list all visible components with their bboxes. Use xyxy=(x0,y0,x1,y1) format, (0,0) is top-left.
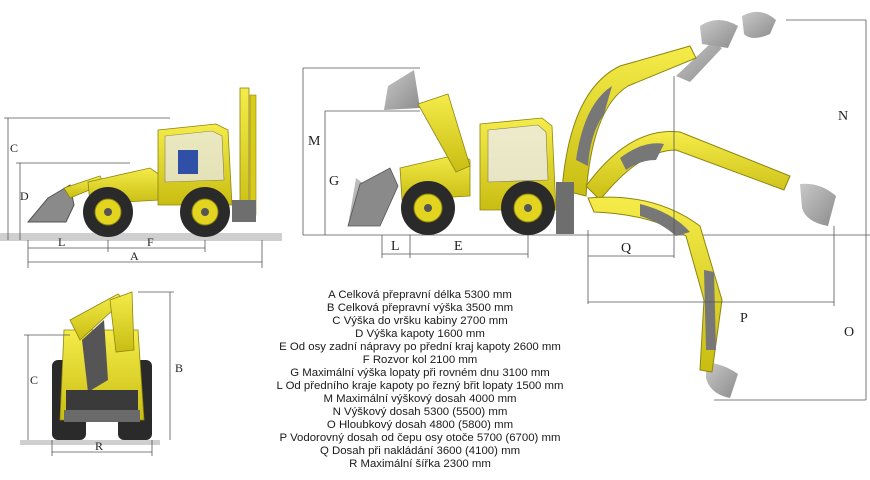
legend-value: 2100 mm xyxy=(429,354,478,366)
big-rear-wheel xyxy=(501,181,555,235)
legend-key: B xyxy=(326,302,335,314)
label-side-A: A xyxy=(130,249,139,263)
side-view-dimensions xyxy=(4,117,263,268)
label-side-F: F xyxy=(147,235,154,249)
working-range-dimensions xyxy=(381,19,867,401)
legend-label: Hloubkový dosah xyxy=(338,419,427,431)
main-machine xyxy=(347,93,574,235)
legend-key: F xyxy=(362,354,370,366)
legend-value: 5300 mm xyxy=(464,289,512,301)
label-big-G: G xyxy=(329,174,339,189)
label-big-L: L xyxy=(391,239,400,254)
legend-label: Výška do vršku kabiny xyxy=(343,315,458,327)
rear-wheel xyxy=(180,187,230,237)
rear-stabilizer xyxy=(232,200,256,222)
legend-row: L Od předního kraje kapoty po řezný břit… xyxy=(240,380,600,393)
legend-label: Maximální výškový dosah xyxy=(336,393,466,405)
legend-row: N Výškový dosah 5300 (5500) mm xyxy=(240,406,600,419)
legend-key: R xyxy=(349,458,358,470)
legend-value: 1500 mm xyxy=(516,380,564,392)
label-big-M: M xyxy=(308,134,321,149)
label-side-L: L xyxy=(58,235,65,249)
legend-label: Maximální šířka xyxy=(360,458,441,470)
front-ground xyxy=(20,440,160,445)
legend-row: F Rozvor kol 2100 mm xyxy=(240,354,600,367)
legend-row: D Výška kapoty 1600 mm xyxy=(240,328,600,341)
legend-label: Celková přepravní výška xyxy=(337,302,463,314)
legend-key: N xyxy=(332,406,341,418)
legend-label: Vodorovný dosah od čepu osy otoče xyxy=(290,432,474,444)
legend-key: C xyxy=(332,315,341,327)
front-bumper xyxy=(64,410,140,422)
seat xyxy=(178,150,198,174)
big-raised-loader-arm xyxy=(417,93,471,173)
side-view-machine xyxy=(0,87,282,241)
front-wheel xyxy=(83,187,133,237)
legend-value: 5700 (6700) mm xyxy=(476,432,561,444)
legend-value: 3100 mm xyxy=(502,367,550,379)
legend-row: A Celková přepravní délka 5300 mm xyxy=(240,289,600,302)
legend-key: G xyxy=(290,367,300,379)
legend-row: O Hloubkový dosah 4800 (5800) mm xyxy=(240,419,600,432)
folded-dipper xyxy=(249,94,257,216)
label-front-B: B xyxy=(175,361,183,375)
legend-key: L xyxy=(276,380,283,392)
legend-key: D xyxy=(355,328,364,340)
label-big-O: O xyxy=(844,325,854,340)
legend-key: M xyxy=(323,393,333,405)
label-big-E: E xyxy=(454,239,463,254)
label-big-P: P xyxy=(740,311,748,326)
front-view-machine xyxy=(20,291,160,445)
legend-row: M Maximální výškový dosah 4000 mm xyxy=(240,393,600,406)
label-big-Q: Q xyxy=(621,241,631,256)
legend-row: C Výška do vršku kabiny 2700 mm xyxy=(240,315,600,328)
legend-value: 4000 mm xyxy=(469,393,517,405)
label-front-R: R xyxy=(95,439,103,453)
label-side-D: D xyxy=(20,189,29,203)
legend-value: 5300 (5500) mm xyxy=(423,406,508,418)
legend-value: 1600 mm xyxy=(437,328,485,340)
label-side-C: C xyxy=(10,141,18,155)
legend-key: E xyxy=(279,341,287,353)
front-arm-right xyxy=(109,291,135,353)
legend-label: Od předního kraje kapoty po řezný břit l… xyxy=(285,380,513,392)
front-view-dimensions xyxy=(24,291,174,456)
legend-row: B Celková přepravní výška 3500 mm xyxy=(240,302,600,315)
big-stabilizer xyxy=(556,182,574,234)
label-big-N: N xyxy=(838,109,848,124)
legend-key: Q xyxy=(319,445,329,457)
legend-label: Výškový dosah xyxy=(344,406,421,418)
ground-strip xyxy=(0,233,282,241)
big-front-wheel xyxy=(401,181,455,235)
legend-key: P xyxy=(279,432,287,444)
legend-row: Q Dosah při nakládání 3600 (4100) mm xyxy=(240,445,600,458)
big-cabin-window xyxy=(487,124,549,183)
legend-row: G Maximální výška lopaty při rovném dnu … xyxy=(240,367,600,380)
legend-row: R Maximální šířka 2300 mm xyxy=(240,458,600,471)
legend-value: 3500 mm xyxy=(465,302,514,314)
legend-row: E Od osy zadní nápravy po přední kraj ka… xyxy=(240,341,600,354)
front-arm-shadow xyxy=(82,320,108,392)
legend-label: Dosah při nakládání xyxy=(331,445,434,457)
big-front-bucket xyxy=(347,167,399,227)
legend-row: P Vodorovný dosah od čepu osy otoče 5700… xyxy=(240,432,600,445)
working-range-ground xyxy=(302,67,870,236)
legend-value: 2600 mm xyxy=(513,341,561,353)
label-front-C: C xyxy=(30,373,38,387)
legend-value: 4800 (5800) mm xyxy=(429,419,514,431)
legend-label: Rozvor kol xyxy=(372,354,427,366)
legend-value: 2700 mm xyxy=(460,315,508,327)
legend-label: Maximální výška lopaty při rovném dnu xyxy=(302,367,500,379)
legend-value: 3600 (4100) mm xyxy=(436,445,521,457)
legend-key: O xyxy=(326,419,336,431)
legend-label: Výška kapoty xyxy=(366,328,435,340)
legend-value: 2300 mm xyxy=(443,458,491,470)
legend-label: Od osy zadní nápravy po přední kraj kapo… xyxy=(289,341,511,353)
legend-key: A xyxy=(328,289,336,301)
backhoe-booms xyxy=(561,45,791,373)
legend-label: Celková přepravní délka xyxy=(338,289,462,301)
